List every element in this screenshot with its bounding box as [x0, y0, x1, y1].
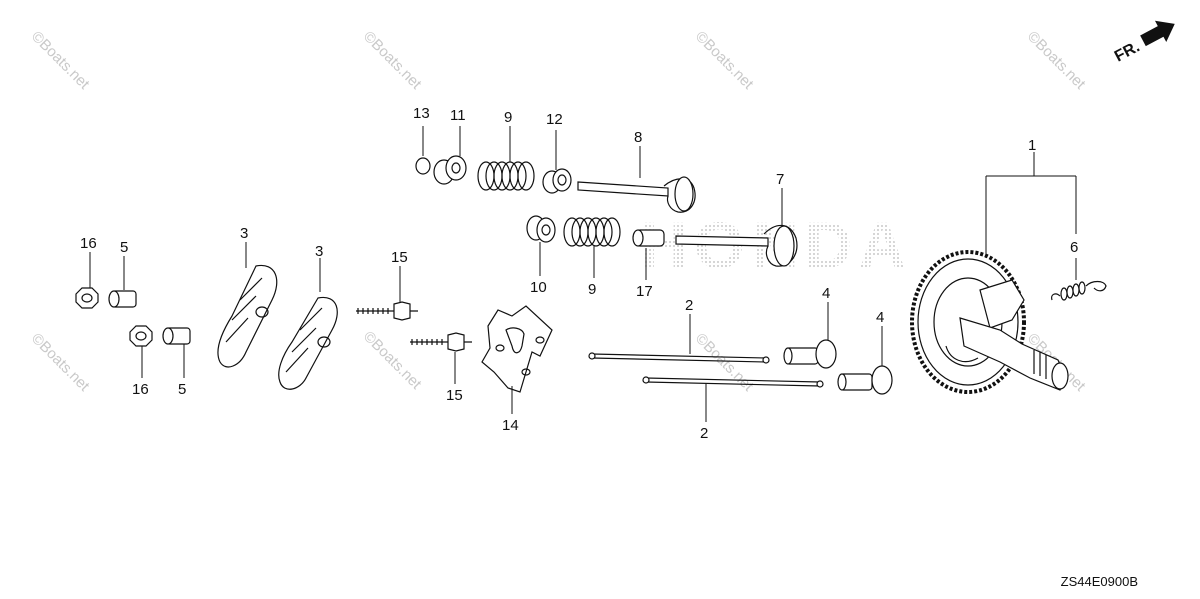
- callout-5-upper: 5: [120, 239, 128, 256]
- callout-9-lower: 9: [588, 281, 596, 298]
- part-4-valve-lifter-lower: [837, 365, 893, 395]
- callout-2-upper: 2: [685, 297, 693, 314]
- part-2-push-rod-upper: [588, 352, 770, 364]
- callout-10: 10: [530, 279, 547, 296]
- front-direction-arrow: FR.: [1112, 20, 1175, 66]
- callout-3-a: 3: [240, 225, 248, 242]
- callout-13: 13: [413, 105, 430, 122]
- callout-17: 17: [636, 283, 653, 300]
- part-1-camshaft-gear: [910, 250, 1069, 394]
- callout-2-lower: 2: [700, 425, 708, 442]
- diagram-code: ZS44E0900B: [1060, 574, 1138, 589]
- part-15-stud-bolt-upper: [356, 301, 418, 321]
- part-15-stud-bolt-lower: [410, 332, 472, 352]
- part-7-intake-valve: [675, 224, 798, 267]
- callout-16-lower: 16: [132, 381, 149, 398]
- part-5-adjuster-upper: [108, 290, 137, 308]
- part-11-valve-retainer: [433, 155, 467, 185]
- part-12-valve-stem-seal: [542, 168, 572, 194]
- callout-5-lower: 5: [178, 381, 186, 398]
- direction-label: FR.: [1112, 38, 1143, 65]
- part-17-valve-cap: [632, 229, 665, 247]
- callout-16-upper: 16: [80, 235, 97, 252]
- callout-4-upper: 4: [822, 285, 830, 302]
- part-3-rocker-arm-a: [217, 264, 278, 368]
- callout-8: 8: [634, 129, 642, 146]
- callout-3-b: 3: [315, 243, 323, 260]
- callout-9-upper: 9: [504, 109, 512, 126]
- part-5-adjuster-lower: [162, 327, 191, 345]
- callout-15-lower: 15: [446, 387, 463, 404]
- leader-lines: [89, 126, 1077, 422]
- part-6-decompressor-spring: [1051, 280, 1107, 301]
- part-8-exhaust-valve: [577, 176, 696, 213]
- callout-labels: 1 6 13 11 9 12 8 7 10 9 17 16 5 3 3 15 1…: [80, 105, 1078, 442]
- callout-15-upper: 15: [391, 249, 408, 266]
- callout-1: 1: [1028, 137, 1036, 154]
- callout-11: 11: [450, 107, 466, 124]
- part-3-rocker-arm-b: [278, 296, 338, 390]
- callout-4-lower: 4: [876, 309, 884, 326]
- part-9-valve-spring-upper: [477, 161, 535, 191]
- callout-14: 14: [502, 417, 519, 434]
- callout-6: 6: [1070, 239, 1078, 256]
- part-9-valve-spring-lower: [563, 217, 621, 247]
- brand-watermark: HONDA: [640, 208, 912, 282]
- part-14-pushrod-guide-plate: [481, 305, 553, 393]
- part-16-nut-lower: [129, 325, 153, 347]
- part-10-spring-seat: [526, 215, 556, 243]
- callout-7: 7: [776, 171, 784, 188]
- part-13-valve-cotter: [415, 157, 431, 175]
- part-2-push-rod-lower: [642, 376, 824, 388]
- callout-12: 12: [546, 111, 563, 128]
- part-16-nut-upper: [75, 287, 99, 309]
- part-4-valve-lifter-upper: [783, 339, 837, 369]
